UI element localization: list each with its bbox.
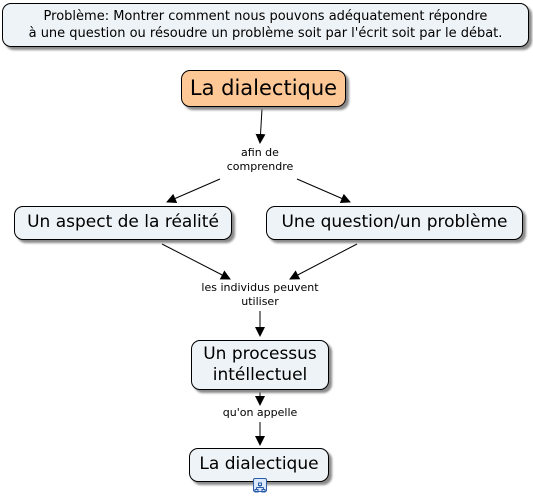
appelle-text: qu'on appelle: [222, 406, 298, 419]
concept-question-probleme[interactable]: Une question/un problème: [266, 206, 523, 240]
link-label-afin-de-comprendre: afin de comprendre: [210, 146, 310, 174]
afin-line-1: afin de: [241, 146, 279, 159]
link-question-to-individus: [289, 243, 358, 280]
link-label-qu-on-appelle: qu'on appelle: [200, 406, 320, 420]
problem-statement: Problème: Montrer comment nous pouvons a…: [2, 3, 529, 47]
link-afin-to-aspect: [166, 178, 221, 204]
concept-processus-intellectuel[interactable]: Un processus intéllectuel: [191, 340, 329, 390]
concept-map-resource-icon[interactable]: [253, 478, 267, 493]
resource-icon-glyph: [254, 482, 266, 493]
dialectique-label: La dialectique: [199, 454, 319, 475]
afin-line-2: comprendre: [226, 160, 294, 173]
link-afin-to-question: [296, 178, 351, 204]
link-label-individus-peuvent-utiliser: les individus peuvent utiliser: [180, 281, 340, 309]
aspect-label: Un aspect de la réalité: [27, 212, 219, 233]
processus-line-2: intéllectuel: [212, 365, 308, 385]
root-label: La dialectique: [189, 76, 338, 101]
question-label: Une question/un problème: [281, 212, 508, 233]
concept-la-dialectique-root[interactable]: La dialectique: [181, 70, 346, 107]
concept-la-dialectique[interactable]: La dialectique: [189, 448, 329, 482]
problem-line-2: à une question ou résoudre un problème s…: [28, 26, 503, 41]
individus-line-1: les individus peuvent: [201, 281, 319, 294]
problem-line-1: Problème: Montrer comment nous pouvons a…: [43, 9, 488, 24]
link-root-to-afin: [255, 108, 266, 144]
concept-aspect-realite[interactable]: Un aspect de la réalité: [14, 206, 232, 240]
individus-line-2: utiliser: [241, 295, 279, 308]
link-aspect-to-individus: [161, 243, 231, 280]
processus-line-1: Un processus: [203, 344, 317, 364]
